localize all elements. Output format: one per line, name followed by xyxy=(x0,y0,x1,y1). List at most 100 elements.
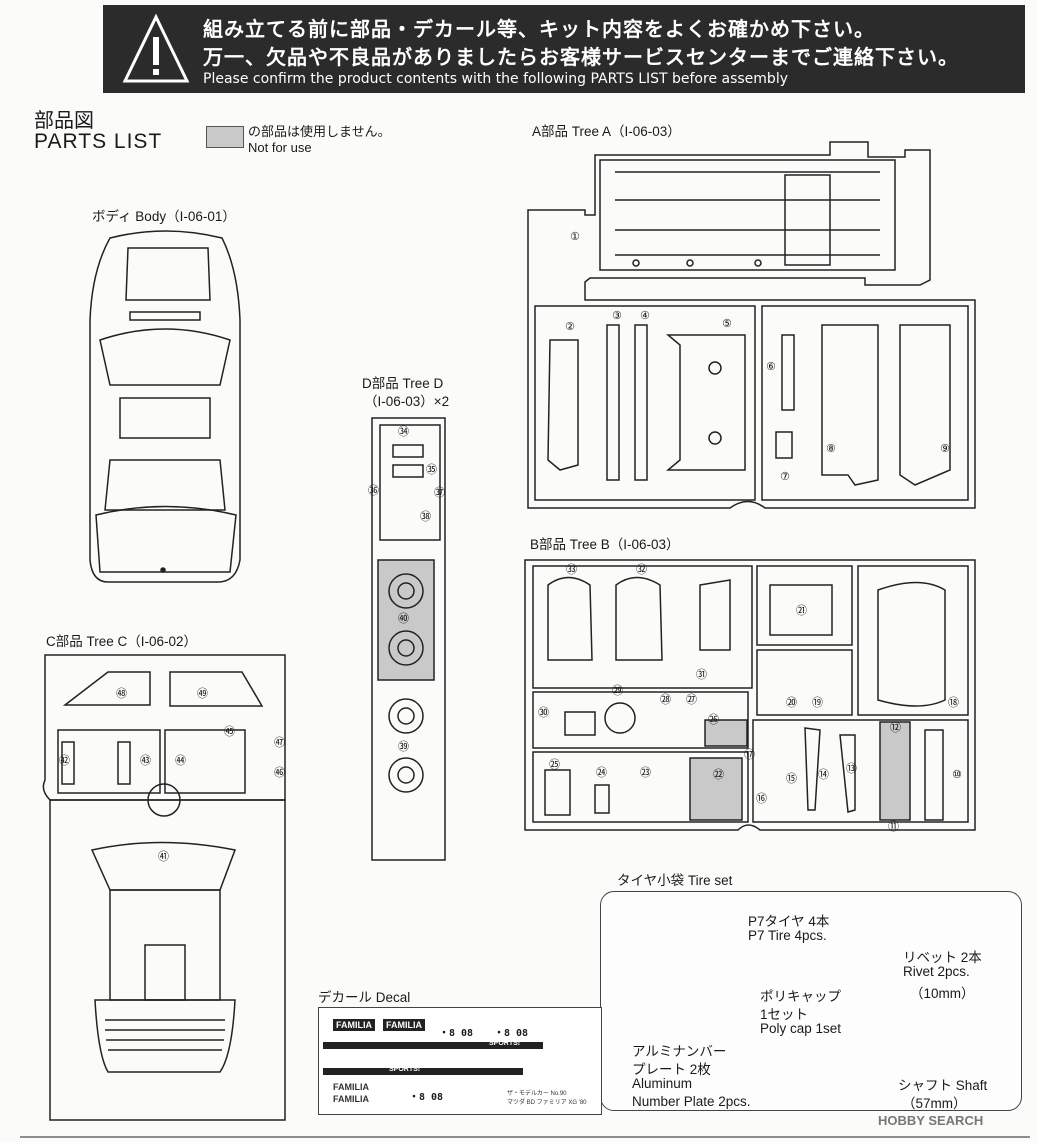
banner-line-2: 万一、欠品や不良品がありましたらお客様サービスセンターまでご連絡下さい。 xyxy=(203,45,959,69)
part-number-27: ㉗ xyxy=(686,693,697,706)
decal-sports-2: SPORTS! xyxy=(389,1066,421,1073)
page-title-jp: 部品図 xyxy=(34,108,94,132)
decal-plate-3: ・8 08 xyxy=(409,1092,444,1103)
rivet-en: Rivet 2pcs. xyxy=(903,964,970,979)
body-shell xyxy=(89,230,241,583)
tree-a-label: A部品 Tree A（I-06-03） xyxy=(532,124,681,139)
decal-familia-3: FAMILIA xyxy=(333,1082,369,1092)
part-number-4: ④ xyxy=(640,309,650,322)
part-number-12: ⑫ xyxy=(890,721,901,734)
part-number-37: ㊲ xyxy=(434,486,445,499)
tree-c-runner xyxy=(42,654,286,1121)
part-number-3: ③ xyxy=(612,309,622,322)
part-number-17: ⑰ xyxy=(744,748,755,761)
tree-b-label: B部品 Tree B（I-06-03） xyxy=(530,537,680,552)
part-number-28: ㉘ xyxy=(660,693,671,706)
part-number-44: ㊹ xyxy=(175,754,186,767)
decal-label: デカール Decal xyxy=(318,990,411,1005)
tree-d-label: D部品 Tree D xyxy=(362,376,444,391)
part-number-19: ⑲ xyxy=(812,696,823,709)
decal-sheet: FAMILIA FAMILIA ・8 08 ・8 08 SPORTS! SPOR… xyxy=(318,1007,602,1115)
part-number-2: ② xyxy=(565,320,575,333)
part-number-45: ㊺ xyxy=(224,725,235,738)
plate-jp2: プレート 2枚 xyxy=(632,1062,711,1077)
decal-plate-2: ・8 08 xyxy=(494,1028,529,1039)
part-number-46: ㊻ xyxy=(274,766,285,779)
part-number-11: ⑪ xyxy=(888,820,899,833)
part-number-49: ㊾ xyxy=(197,687,208,700)
tree-b-runner xyxy=(524,559,976,831)
body-label: ボディ Body（I-06-01） xyxy=(92,209,236,224)
tree-d-runner xyxy=(371,417,446,861)
part-number-7: ⑦ xyxy=(780,470,790,483)
part-number-8: ⑧ xyxy=(826,442,836,455)
decal-familia-4: FAMILIA xyxy=(333,1094,369,1104)
part-number-42: ㊷ xyxy=(59,754,70,767)
tree-c-label: C部品 Tree C（I-06-02） xyxy=(46,634,198,649)
tree-a-runner xyxy=(527,141,976,509)
part-number-24: ㉔ xyxy=(596,766,607,779)
plate-en2: Number Plate 2pcs. xyxy=(632,1094,751,1109)
part-number-30: ㉚ xyxy=(538,706,549,719)
tire-en: P7 Tire 4pcs. xyxy=(748,928,827,943)
decal-familia-1: FAMILIA xyxy=(333,1019,375,1031)
part-number-39: ㊴ xyxy=(398,740,409,753)
tire-jp: P7タイヤ 4本 xyxy=(748,914,830,929)
part-number-18: ⑱ xyxy=(948,696,959,709)
decal-familia-2: FAMILIA xyxy=(383,1019,425,1031)
part-number-48: ㊽ xyxy=(116,687,127,700)
part-number-16: ⑯ xyxy=(756,792,767,805)
part-number-35: ㉟ xyxy=(426,463,437,476)
shaft-label: シャフト Shaft xyxy=(898,1078,988,1093)
part-number-21: ㉑ xyxy=(796,604,807,617)
tire-set-label: タイヤ小袋 Tire set xyxy=(617,873,733,888)
part-number-5: ⑤ xyxy=(722,317,732,330)
part-number-31: ㉛ xyxy=(696,668,707,681)
legend-jp: の部品は使用しません。 xyxy=(248,125,391,140)
part-number-10: ⑩ xyxy=(952,768,962,781)
tree-d-qty: （I-06-03）×2 xyxy=(364,394,450,409)
part-number-29: ㉙ xyxy=(612,684,623,697)
page-title-en: PARTS LIST xyxy=(34,130,163,153)
plate-en1: Aluminum xyxy=(632,1076,693,1091)
part-number-47: ㊼ xyxy=(274,736,285,749)
part-number-34: ㉞ xyxy=(398,425,409,438)
decal-plate-1: ・8 08 xyxy=(439,1028,474,1039)
polycap-jp1: ポリキャップ xyxy=(760,989,841,1004)
banner-line-1: 組み立てる前に部品・デカール等、キット内容をよくお確かめ下さい。 xyxy=(203,17,875,41)
shaft-size: （57mm） xyxy=(902,1096,967,1111)
part-number-33: ㉝ xyxy=(566,563,577,576)
part-number-36: ㊱ xyxy=(368,484,379,497)
part-number-1: ① xyxy=(570,230,580,243)
part-number-40: ㊵ xyxy=(398,612,409,625)
part-number-23: ㉓ xyxy=(640,766,651,779)
part-number-38: ㊳ xyxy=(420,510,431,523)
part-number-15: ⑮ xyxy=(786,772,797,785)
legend-en: Not for use xyxy=(248,140,312,155)
banner-line-3: Please confirm the product contents with… xyxy=(203,71,788,87)
tire-set-box xyxy=(600,891,1022,1111)
decal-maker-2: マツダ BD ファミリア XG '80 xyxy=(507,1100,587,1106)
part-number-14: ⑭ xyxy=(818,768,829,781)
part-number-32: ㉜ xyxy=(636,563,647,576)
decal-sports-1: SPORTS! xyxy=(489,1040,521,1047)
warning-banner: 組み立てる前に部品・デカール等、キット内容をよくお確かめ下さい。 万一、欠品や不… xyxy=(103,5,1025,93)
rivet-size: （10mm） xyxy=(910,986,975,1001)
part-number-41: ㊶ xyxy=(158,850,169,863)
watermark: HOBBY SEARCH xyxy=(878,1113,984,1128)
part-number-13: ⑬ xyxy=(846,762,857,775)
rivet-jp: リベット 2本 xyxy=(903,950,982,965)
polycap-jp2: 1セット xyxy=(760,1007,809,1022)
part-number-26: ㉖ xyxy=(708,713,719,726)
part-number-22: ㉒ xyxy=(713,768,724,781)
part-number-25: ㉕ xyxy=(549,758,560,771)
decal-stripe-2 xyxy=(323,1068,523,1075)
decal-maker-1: ザ・モデルカー No.90 xyxy=(507,1091,567,1097)
part-number-20: ⑳ xyxy=(786,696,797,709)
part-number-43: ㊸ xyxy=(140,754,151,767)
polycap-en: Poly cap 1set xyxy=(760,1021,842,1036)
warning-icon xyxy=(122,13,190,83)
part-number-9: ⑨ xyxy=(940,442,950,455)
part-number-6: ⑥ xyxy=(766,360,776,373)
plate-jp1: アルミナンバー xyxy=(632,1044,727,1059)
